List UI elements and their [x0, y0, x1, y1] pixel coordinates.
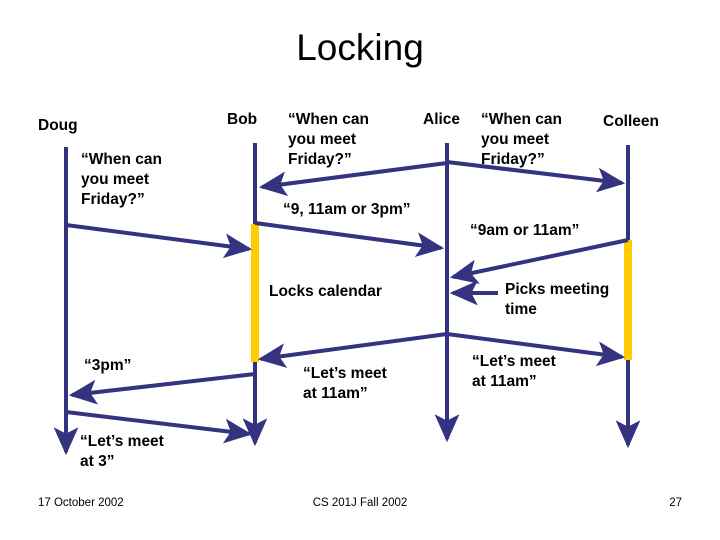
arrow-alice-to-colleen-when-can [446, 160, 626, 193]
activation-bars [251, 224, 632, 362]
arrow-alice-to-bob-when-can [258, 161, 448, 197]
activation-bar-bob [251, 224, 259, 362]
lifelines [64, 143, 630, 445]
footer-course-name: CS 201J Fall 2002 [312, 497, 408, 509]
actor-label-doug: Doug [38, 117, 78, 134]
message-arrows [65, 160, 629, 444]
message-label-alice-to-colleen-lets-meet-11am: “Let’s meet at 11am” [472, 353, 556, 390]
message-label-bob-to-doug-3pm: “3pm” [84, 357, 132, 374]
arrow-bob-to-alice-times [254, 221, 445, 257]
activation-bar-colleen [624, 240, 632, 360]
message-label-alice-to-bob-when-can: “When can you meet Friday?” [288, 111, 369, 168]
message-label-doug-to-bob-when-can: “When can you meet Friday?” [81, 151, 162, 208]
arrow-doug-to-bob-when-can [65, 223, 253, 259]
page-title: Locking [296, 27, 424, 68]
actor-label-colleen: Colleen [603, 113, 659, 130]
arrow-colleen-to-alice-times [449, 238, 629, 285]
message-label-alice-to-bob-lets-meet-11am: “Let’s meet at 11am” [303, 365, 387, 402]
message-label-alice-to-colleen-when-can: “When can you meet Friday?” [481, 111, 562, 168]
actor-label-alice: Alice [423, 111, 461, 128]
arrow-doug-to-bob-lets-meet-at-3 [65, 410, 253, 444]
message-label-colleen-to-alice-times: “9am or 11am” [470, 222, 580, 239]
message-label-bob-locks-calendar: Locks calendar [269, 283, 382, 300]
lifeline-end-arrows [53, 414, 641, 456]
footer-date: 17 October 2002 [38, 497, 124, 509]
footer-page-number: 27 [669, 497, 682, 509]
arrow-alice-to-bob-lets-meet [257, 332, 448, 368]
arrow-bob-to-doug-3pm [68, 372, 256, 405]
actor-label-bob: Bob [227, 111, 258, 128]
message-label-doug-to-bob-lets-meet-at-3: “Let’s meet at 3” [80, 433, 164, 470]
message-label-alice-picks-meeting-time: Picks meeting time [505, 281, 610, 318]
arrow-alice-to-colleen-lets-meet [446, 332, 626, 367]
message-label-bob-to-alice-times: “9, 11am or 3pm” [283, 201, 411, 218]
